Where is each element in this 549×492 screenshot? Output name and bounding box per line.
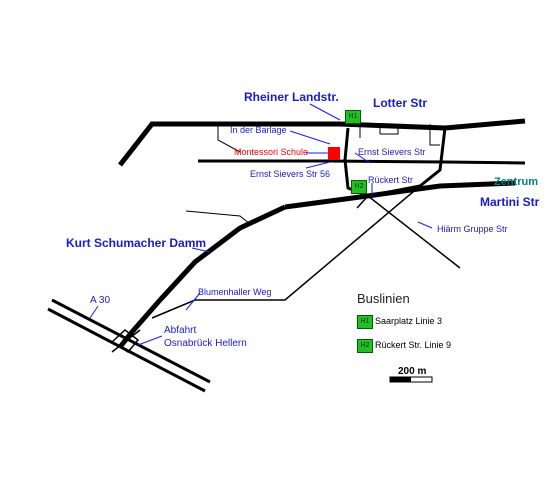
label-montessori-schule: Montessori Schule: [234, 147, 309, 157]
label-a30: A 30: [90, 295, 111, 306]
label-hiarm-gruppe-str: Hiärm Gruppe Str: [437, 224, 508, 234]
road-north-grid-4: [429, 124, 440, 146]
leader-a30: [89, 305, 99, 319]
label-kurt-schumacher-damm: Kurt Schumacher Damm: [66, 236, 207, 250]
bus-stop-h2-badge: H2: [351, 180, 367, 194]
road-blumenhaller-weg: [151, 185, 421, 319]
leader-kurt: [191, 247, 211, 253]
road-west-small: [185, 210, 251, 225]
bus-stop-h1-badge: H1: [345, 110, 361, 124]
legend-h1-badge: H1: [357, 315, 373, 329]
road-a30-south: [47, 307, 206, 393]
label-lotter-str: Lotter Str: [373, 96, 427, 110]
label-martini-str: Martini Str: [480, 195, 540, 209]
road-ernst-sievers-str: [198, 159, 526, 165]
road-barlage: [217, 124, 241, 153]
legend-h2-badge: H2: [357, 339, 373, 353]
road-north-grid-3: [380, 124, 399, 135]
label-in-der-barlage: In der Barlage: [230, 125, 287, 135]
leader-blumenhaller: [185, 292, 201, 311]
label-blumenhaller-weg: Blumenhaller Weg: [198, 287, 272, 297]
road-rueckert-str: [356, 195, 369, 209]
road-kurt-schumacher-damm: [118, 204, 287, 349]
road-a30-ramp-diag: [111, 329, 141, 353]
leader-hiarm: [417, 221, 433, 229]
road-a30-north: [51, 298, 211, 384]
label-ernst-sievers-str-56: Ernst Sievers Str 56: [250, 169, 331, 179]
scale-bar-fill: [390, 377, 411, 382]
road-lotter-str: [118, 118, 526, 167]
road-a30-ramp: [110, 329, 140, 353]
scale-label: 200 m: [398, 366, 427, 377]
label-osnabrueck-hellern: Osnabrück Hellern: [164, 338, 247, 349]
label-rueckert-str: Rückert Str: [368, 175, 414, 185]
legend-h1-text: Saarplatz Linie 3: [375, 316, 443, 326]
label-rheiner-landstr: Rheiner Landstr.: [244, 90, 339, 104]
label-ernst-sievers-str: Ernst Sievers Str: [358, 147, 426, 157]
leader-ernst-sievers: [354, 152, 371, 164]
legend-h2-text: Rückert Str. Linie 9: [375, 340, 452, 350]
road-martini-str: [284, 180, 516, 210]
road-hiarm-gruppe-str: [367, 195, 461, 269]
leader-barlage: [289, 130, 331, 145]
leader-ernst56: [305, 161, 331, 169]
leader-rheiner: [309, 103, 341, 121]
leader-abfahrt: [137, 335, 163, 346]
label-abfahrt: Abfahrt: [164, 325, 197, 336]
school-marker: [328, 147, 340, 160]
legend-title: Buslinien: [357, 291, 410, 306]
label-zentrum: Zentrum: [494, 176, 538, 188]
